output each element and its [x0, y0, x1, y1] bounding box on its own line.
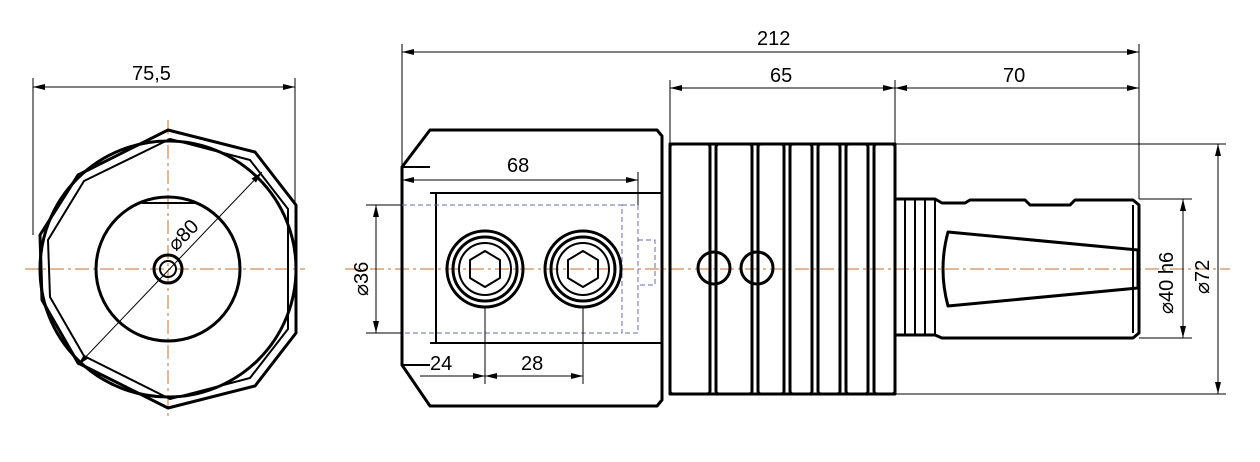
side-view: 212 65 70 68 ⌀36 24 28 ⌀40 h6 ⌀: [345, 28, 1230, 408]
clamp-length-label: 65: [770, 65, 792, 87]
end-view-body-circle: [38, 139, 298, 399]
shank-outline: [893, 197, 1141, 340]
bore-depth-label: 68: [507, 155, 529, 177]
shank-taper: [941, 230, 1140, 308]
clamp-grooves: [668, 142, 897, 396]
end-view: 75,5 ⌀80: [25, 63, 305, 420]
shank-length-label: 70: [1003, 65, 1025, 87]
bore-diameter-label: ⌀36: [351, 262, 373, 296]
diameter-dimension-line: [77, 171, 263, 366]
cross-hole-1: [696, 250, 732, 286]
shank-diameter-label: ⌀40 h6: [1156, 252, 1178, 314]
shank-rings: [904, 199, 936, 335]
diameter-dimension-label: ⌀80: [164, 216, 204, 256]
width-dimension-label: 75,5: [132, 63, 171, 85]
cross-hole-2: [739, 250, 775, 286]
end-view-outer-outline-inner: [47, 138, 289, 400]
clamp-screw-1: [445, 229, 525, 309]
screw-offset-label: 24: [430, 353, 452, 375]
screw-pitch-label: 28: [521, 353, 543, 375]
overall-length-label: 212: [757, 28, 790, 50]
head-body-outline: [400, 128, 664, 408]
body-diameter-label: ⌀72: [1192, 260, 1214, 294]
